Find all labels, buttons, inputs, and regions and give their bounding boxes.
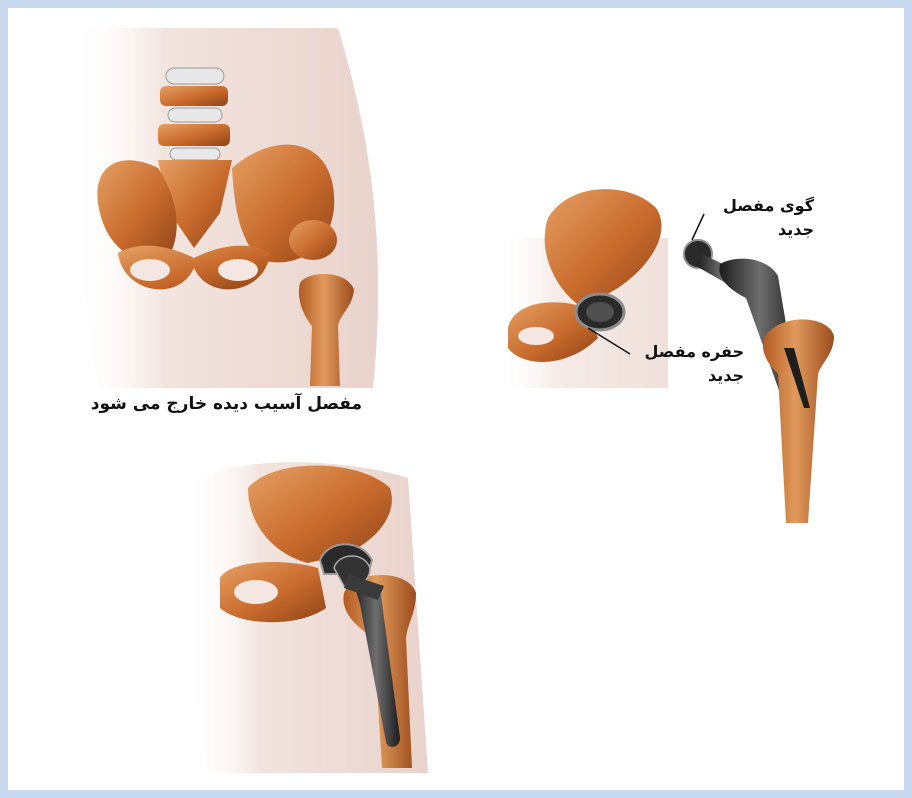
illustration-frame: مفصل آسیب دیده خارج می شود گوی مفصل جدید… xyxy=(8,8,904,790)
caption-new-ball: گوی مفصل جدید xyxy=(684,194,814,242)
caption-new-ball-line1: گوی مفصل xyxy=(684,194,814,218)
spine-vertebra xyxy=(158,124,230,146)
obturator-right xyxy=(218,259,258,281)
pelvis-panel xyxy=(74,28,378,388)
obturator xyxy=(518,327,554,345)
spine-disc xyxy=(168,108,222,122)
caption-new-ball-line2: جدید xyxy=(684,218,814,242)
spine-vertebra xyxy=(160,86,228,106)
caption-new-socket-line2: جدید xyxy=(614,364,744,388)
implanted-panel xyxy=(189,462,428,773)
caption-damaged-joint-removed: مفصل آسیب دیده خارج می شود xyxy=(44,394,362,414)
caption-new-socket: حفره مفصل جدید xyxy=(614,340,744,388)
acetabular-cup-inner xyxy=(586,302,614,322)
spine-disc xyxy=(170,148,220,160)
femur-shaft xyxy=(763,319,834,523)
detached-femoral-head xyxy=(289,220,337,260)
spine-disc xyxy=(166,68,224,84)
obturator-left xyxy=(130,259,170,281)
obturator xyxy=(234,580,278,604)
caption-new-socket-line1: حفره مفصل xyxy=(614,340,744,364)
